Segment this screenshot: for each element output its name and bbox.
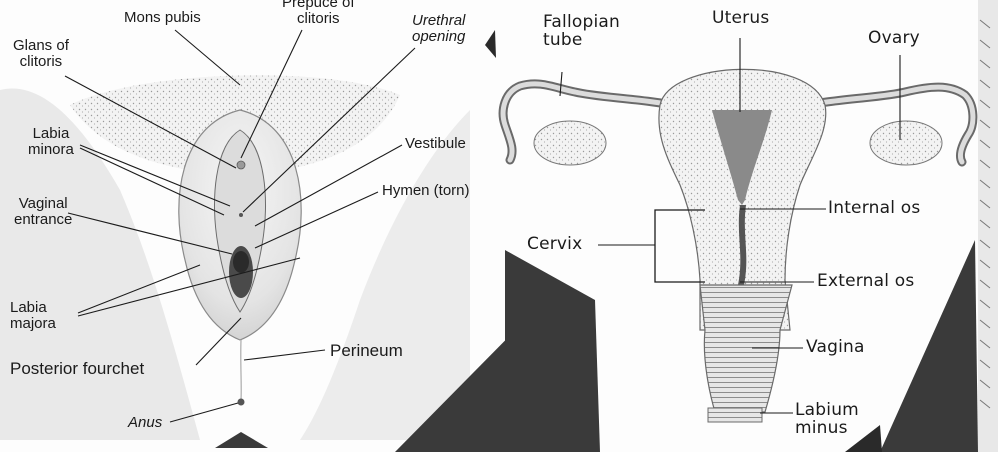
label-mons-pubis: Mons pubis (124, 10, 201, 26)
anus-shape (238, 399, 245, 406)
leader-perineum (244, 350, 325, 360)
page-edge-hatching (978, 0, 998, 452)
gluteal-shadow (215, 432, 268, 448)
label-vaginal-entrance: Vaginal entrance (14, 196, 72, 228)
label-urethral-opening: Urethral opening (412, 13, 465, 45)
urethral-opening-dot (239, 213, 243, 217)
label-prepuce-of-clitoris: Prepuce of clitoris (282, 0, 355, 27)
labium-minus-shape (708, 408, 762, 422)
left-ovary-shape (534, 121, 606, 165)
label-ovary: Ovary (868, 30, 920, 48)
scan-shadow-center (505, 250, 600, 452)
label-uterus: Uterus (712, 10, 769, 28)
label-glans-of-clitoris: Glans of clitoris (13, 38, 69, 70)
scan-mark-top (485, 30, 496, 58)
glans-shape (237, 161, 245, 169)
label-vestibule: Vestibule (405, 136, 466, 152)
perineum-raphe (241, 340, 242, 400)
label-labium-minus: Labium minus (795, 402, 859, 438)
right-thigh-shading (300, 110, 470, 440)
vaginal-entrance-shadow (233, 251, 249, 273)
label-vagina: Vagina (806, 339, 865, 357)
label-internal-os: Internal os (828, 200, 920, 218)
label-fallopian-tube: Fallopian tube (543, 14, 620, 50)
label-hymen-torn: Hymen (torn) (382, 183, 470, 199)
label-labia-majora: Labia majora (10, 300, 56, 332)
label-anus: Anus (128, 415, 162, 431)
label-cervix: Cervix (527, 236, 582, 254)
label-perineum: Perineum (330, 342, 403, 360)
label-external-os: External os (817, 273, 914, 291)
right-ovary-shape (870, 121, 942, 165)
label-posterior-fourchet: Posterior fourchet (10, 360, 144, 378)
label-labia-minora: Labia minora (28, 126, 74, 158)
leader-mons-pubis (175, 30, 240, 85)
